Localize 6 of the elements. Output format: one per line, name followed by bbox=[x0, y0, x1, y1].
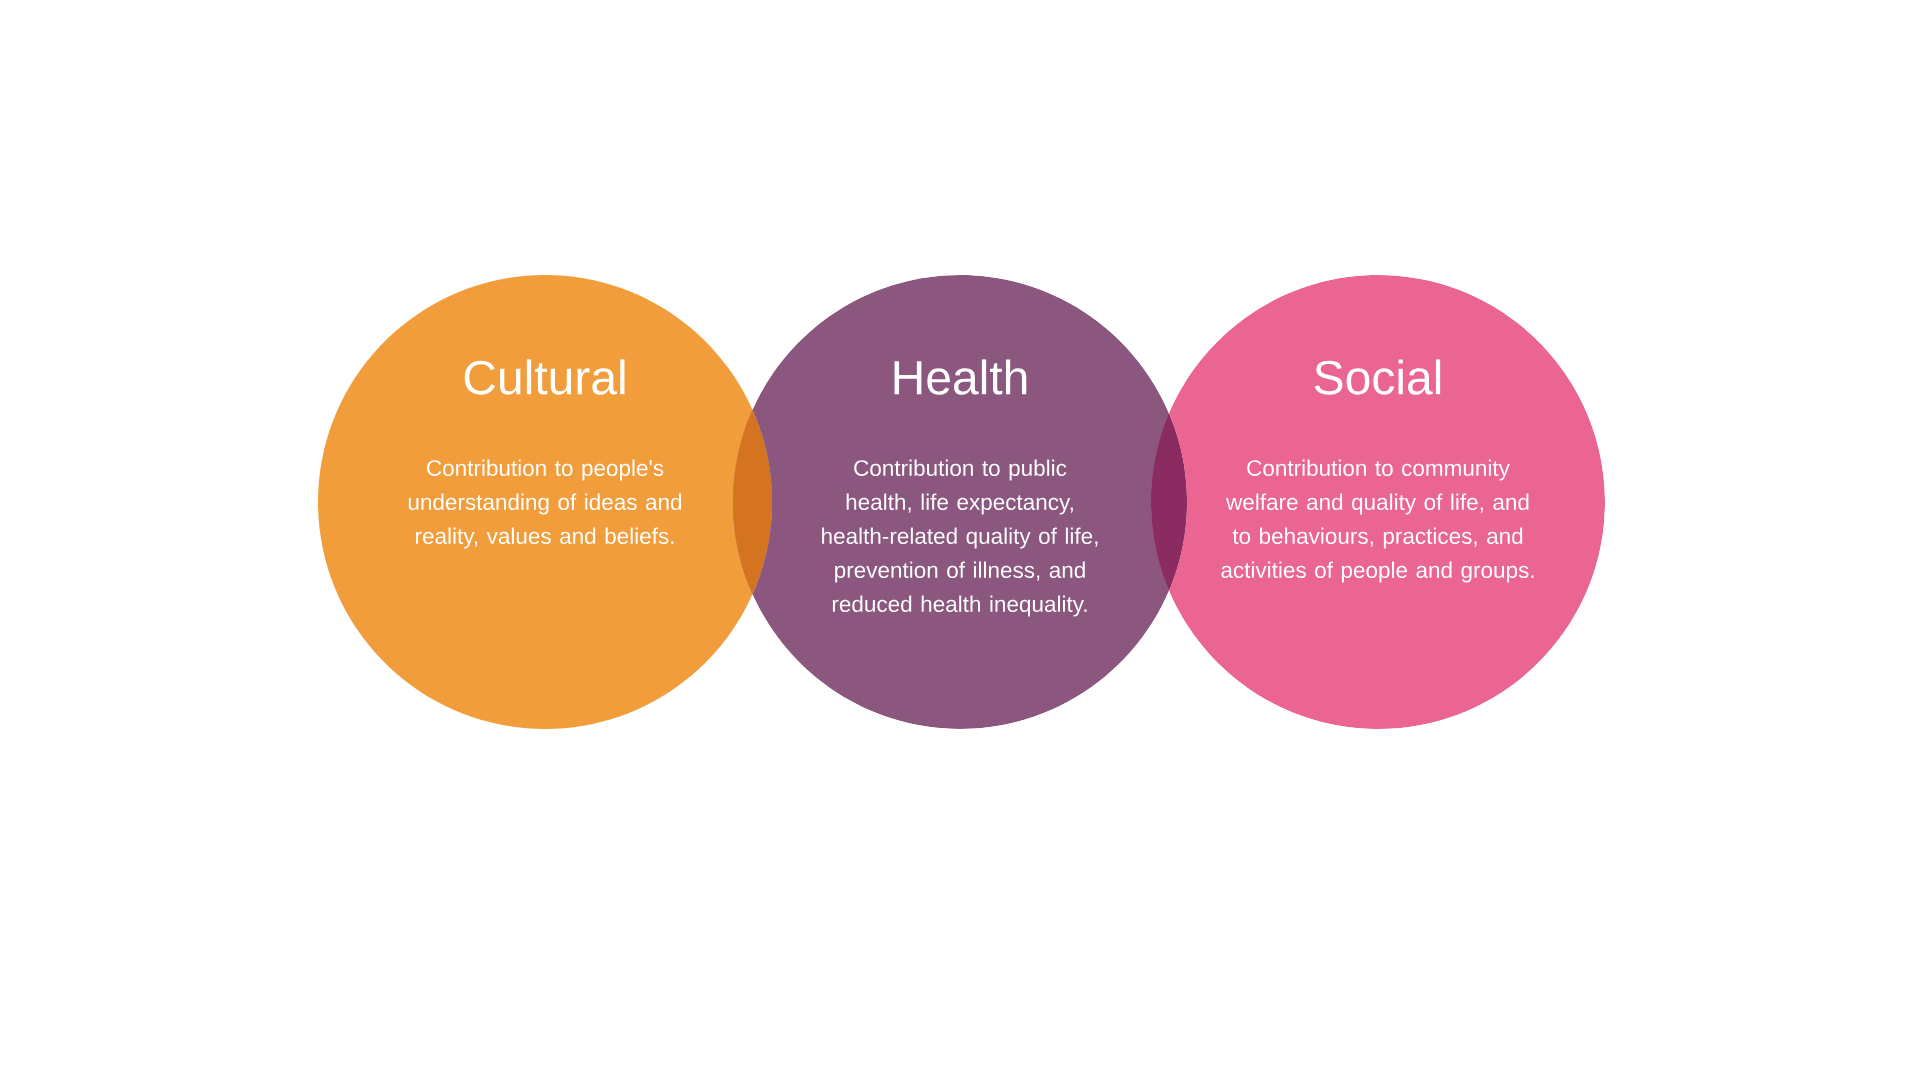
description: Contribution to community welfare and quality of life, and to behaviours, practices, and activities of people and groups. bbox=[1221, 459, 1534, 583]
circle-title: Health bbox=[894, 359, 1027, 395]
circle-title: Social bbox=[1314, 359, 1441, 395]
circle-title: Cultural bbox=[464, 359, 625, 395]
description: Contribution to people's understanding of ideas and reality, values and beliefs. bbox=[408, 459, 682, 549]
description: Contribution to public health, life expectancy, health-related quality of life, prevention of illness, and reduced health inequality. bbox=[822, 459, 1098, 617]
